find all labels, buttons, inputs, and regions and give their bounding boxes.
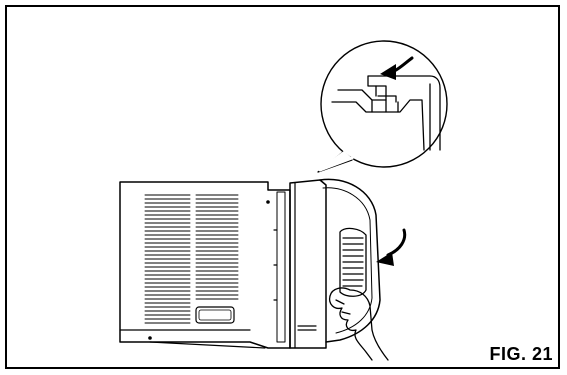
cabinet-handle [196, 307, 234, 323]
figure-label: FIG. 21 [489, 344, 553, 365]
front-grille [290, 179, 380, 348]
grille-inlet [340, 228, 366, 296]
left-louvers [145, 195, 190, 323]
detail-callout [318, 41, 447, 172]
rotation-arrow [376, 230, 405, 266]
detail-profile [332, 76, 440, 150]
detail-arrow [380, 58, 412, 80]
right-louvers [196, 195, 238, 299]
ac-cabinet [120, 182, 290, 348]
